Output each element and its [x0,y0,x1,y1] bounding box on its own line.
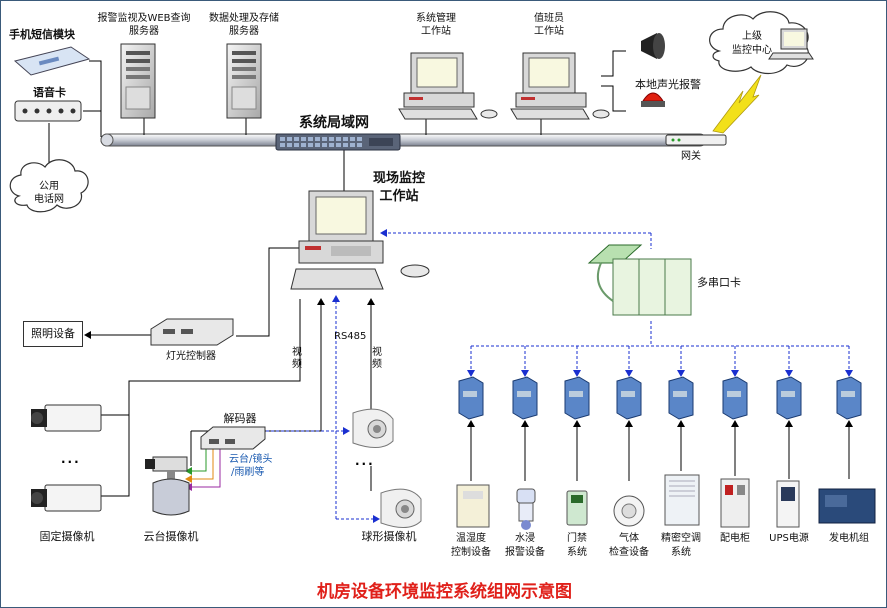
alarm-web-server [120,43,156,119]
sensor-label: 检查设备 [609,547,649,558]
duty-ws-label-1: 值班员 [534,13,564,24]
sensor-label: UPS电源 [769,533,809,544]
voice-card-device [14,100,82,122]
field-ws-label-2: 工作站 [379,189,419,204]
public-phone-label-1: 公用 [39,181,59,192]
sensor-label: 温湿度 [456,533,486,544]
gateway-device [665,134,727,146]
sensor-label: 控制设备 [451,547,491,558]
diagram-title: 机房设备环境监控系统组网示意图 [317,582,572,602]
lan-label: 系统局域网 [299,115,369,131]
multi-serial-card [587,244,692,316]
decoder-command-label-1: 云台/镜头 [229,454,273,465]
gas-detector-device [613,495,645,527]
decoder-label: 解码器 [223,412,257,425]
duty-ws-label-2: 工作站 [534,26,564,37]
video-right-label: 视频 [372,347,382,370]
sensor-label: 精密空调 [661,533,701,544]
data-storage-server [226,43,262,119]
light-controller-label: 灯光控制器 [166,351,216,362]
ups-device [776,480,800,528]
alarm-server-label-1: 报警监视及WEB查询 [97,13,191,24]
sensor-label: 报警设备 [505,547,545,558]
duty-workstation [510,52,610,120]
admin-workstation [398,52,498,120]
wireless-link-lightning [712,74,762,134]
serial-card-label: 多串口卡 [697,276,741,289]
gateway-label: 网关 [681,151,701,162]
fixed-camera-top [31,404,102,432]
lan-switch [275,133,401,151]
fixed-camera-label: 固定摄像机 [39,530,95,543]
video-left-label: 视频 [292,347,302,370]
public-phone-label-2: 电话网 [34,194,64,205]
fixed-camera-ellipsis: ··· [61,455,81,469]
dome-camera-label: 球形摄像机 [361,530,417,543]
sensor-label: 发电机组 [829,533,869,544]
sensor-devices [456,474,876,530]
field-workstation [290,190,430,290]
sound-light-alarm-label: 本地声光报警 [635,78,701,91]
temp-humidity-device [456,484,490,528]
alarm-server-label-2: 服务器 [129,26,159,37]
upper-center-label-2: 监控中心 [732,45,772,56]
field-ws-label-1: 现场监控 [372,171,425,186]
dome-camera-ellipsis: ··· [355,457,375,471]
data-server-label-2: 服务器 [229,26,259,37]
sensor-label: 系统 [567,547,587,558]
data-server-label-1: 数据处理及存储 [209,13,279,24]
lighting-label: 照明设备 [23,321,83,347]
lan-backbone [100,133,707,147]
dome-camera-bottom [380,488,422,528]
light-controller-device [150,318,234,346]
sensor-label: 气体 [619,533,639,544]
decoder-command-label-2: /雨刷等 [231,467,265,478]
sensor-label: 水浸 [515,533,535,544]
sms-module-label: 手机短信模块 [9,28,75,41]
distribution-cabinet-device [720,478,750,528]
voice-card-label: 语音卡 [33,86,66,99]
sms-module-device [13,46,91,76]
water-leak-device [516,488,536,530]
phone-network-cloud [9,159,89,213]
sensor-label: 门禁 [567,533,587,544]
admin-ws-label-2: 工作站 [421,26,451,37]
decoder-device [200,426,266,450]
fixed-camera-bottom [31,484,102,512]
upper-center-label-1: 上级 [742,31,762,42]
access-control-device [566,490,588,526]
converter-modules [458,376,862,420]
admin-ws-label-1: 系统管理 [416,13,456,24]
generator-device [818,488,876,524]
alarm-siren [641,33,665,107]
ptz-camera-device [145,456,190,516]
upper-center-pc [768,28,814,60]
rs485-label: RS485 [334,331,367,342]
sensor-label: 配电柜 [720,533,750,544]
dome-camera-top [352,408,394,448]
precision-ac-device [664,474,700,526]
ptz-camera-label: 云台摄像机 [143,530,199,543]
sensor-label: 系统 [671,547,691,558]
